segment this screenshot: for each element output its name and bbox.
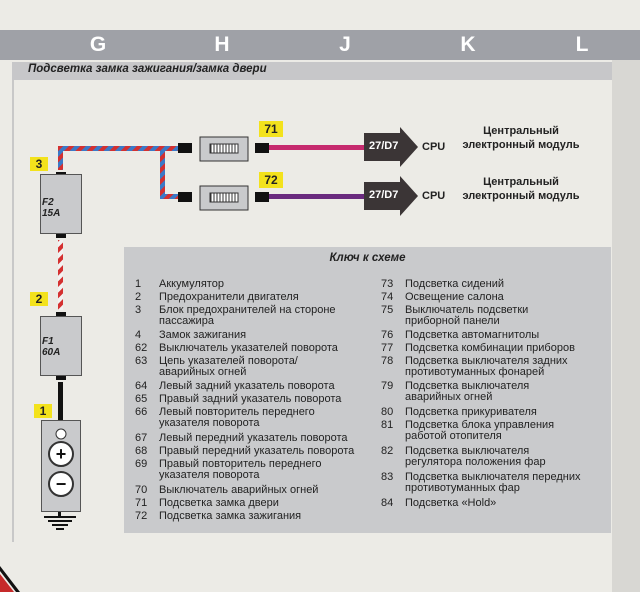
wire-label-72: 72 [259,172,283,188]
diagram-title-bar [12,62,612,80]
fuse-box-f1 [40,316,82,376]
wire-branch-horizontal [160,194,180,199]
connector-plug [255,192,269,202]
battery-icon: + − [48,428,74,497]
badge-engine-fuses: 2 [30,292,48,306]
connector-plug [178,192,192,202]
legend-panel [124,247,611,533]
badge-battery: 1 [34,404,52,418]
module-label-71: Центральный электронный модуль [462,125,580,151]
wire-main-vertical [58,146,63,170]
cpu-label-71: CPU [422,141,446,153]
fuse-box-f2 [40,174,82,234]
connector-arrow-72 [364,176,418,216]
grid-header-bar [0,30,640,60]
grid-column-g: G [89,33,107,56]
ground-symbol [44,516,76,530]
fuse-f1-label: F1 60A [42,336,61,358]
fuse-f2-label: F2 15A [42,197,61,219]
legend-title: Ключ к схеме [329,252,406,264]
badge-fuse-block: 3 [30,157,48,171]
wire-main-horizontal [58,146,180,151]
connector-plug [178,143,192,153]
connector-arrow-71 [364,127,418,167]
module-label-72: Центральный электронный модуль [462,176,580,202]
grid-column-j: J [339,33,351,56]
wire-f2-f1 [58,240,63,310]
wire-branch-vertical [160,146,165,198]
diagram-title: Подсветка замка зажигания/замка двери [28,63,267,75]
connector-71-label: 27/D7 [369,140,399,152]
wire-pink-72 [269,194,364,199]
page-right-edge [612,30,640,592]
svg-text:+: + [56,444,67,464]
grid-column-l: L [575,33,589,56]
grid-column-k: K [460,33,476,56]
wire-f1-battery [58,382,63,424]
grid-column-h: H [214,33,230,56]
left-frame-line [12,80,14,542]
wire-label-71: 71 [259,121,283,137]
svg-text:−: − [56,474,67,494]
cpu-label-72: CPU [422,190,446,202]
connector-72-label: 27/D7 [369,189,399,201]
page-corner-stripes [0,566,20,592]
wire-pink-71 [269,145,364,150]
connector-plug [255,143,269,153]
